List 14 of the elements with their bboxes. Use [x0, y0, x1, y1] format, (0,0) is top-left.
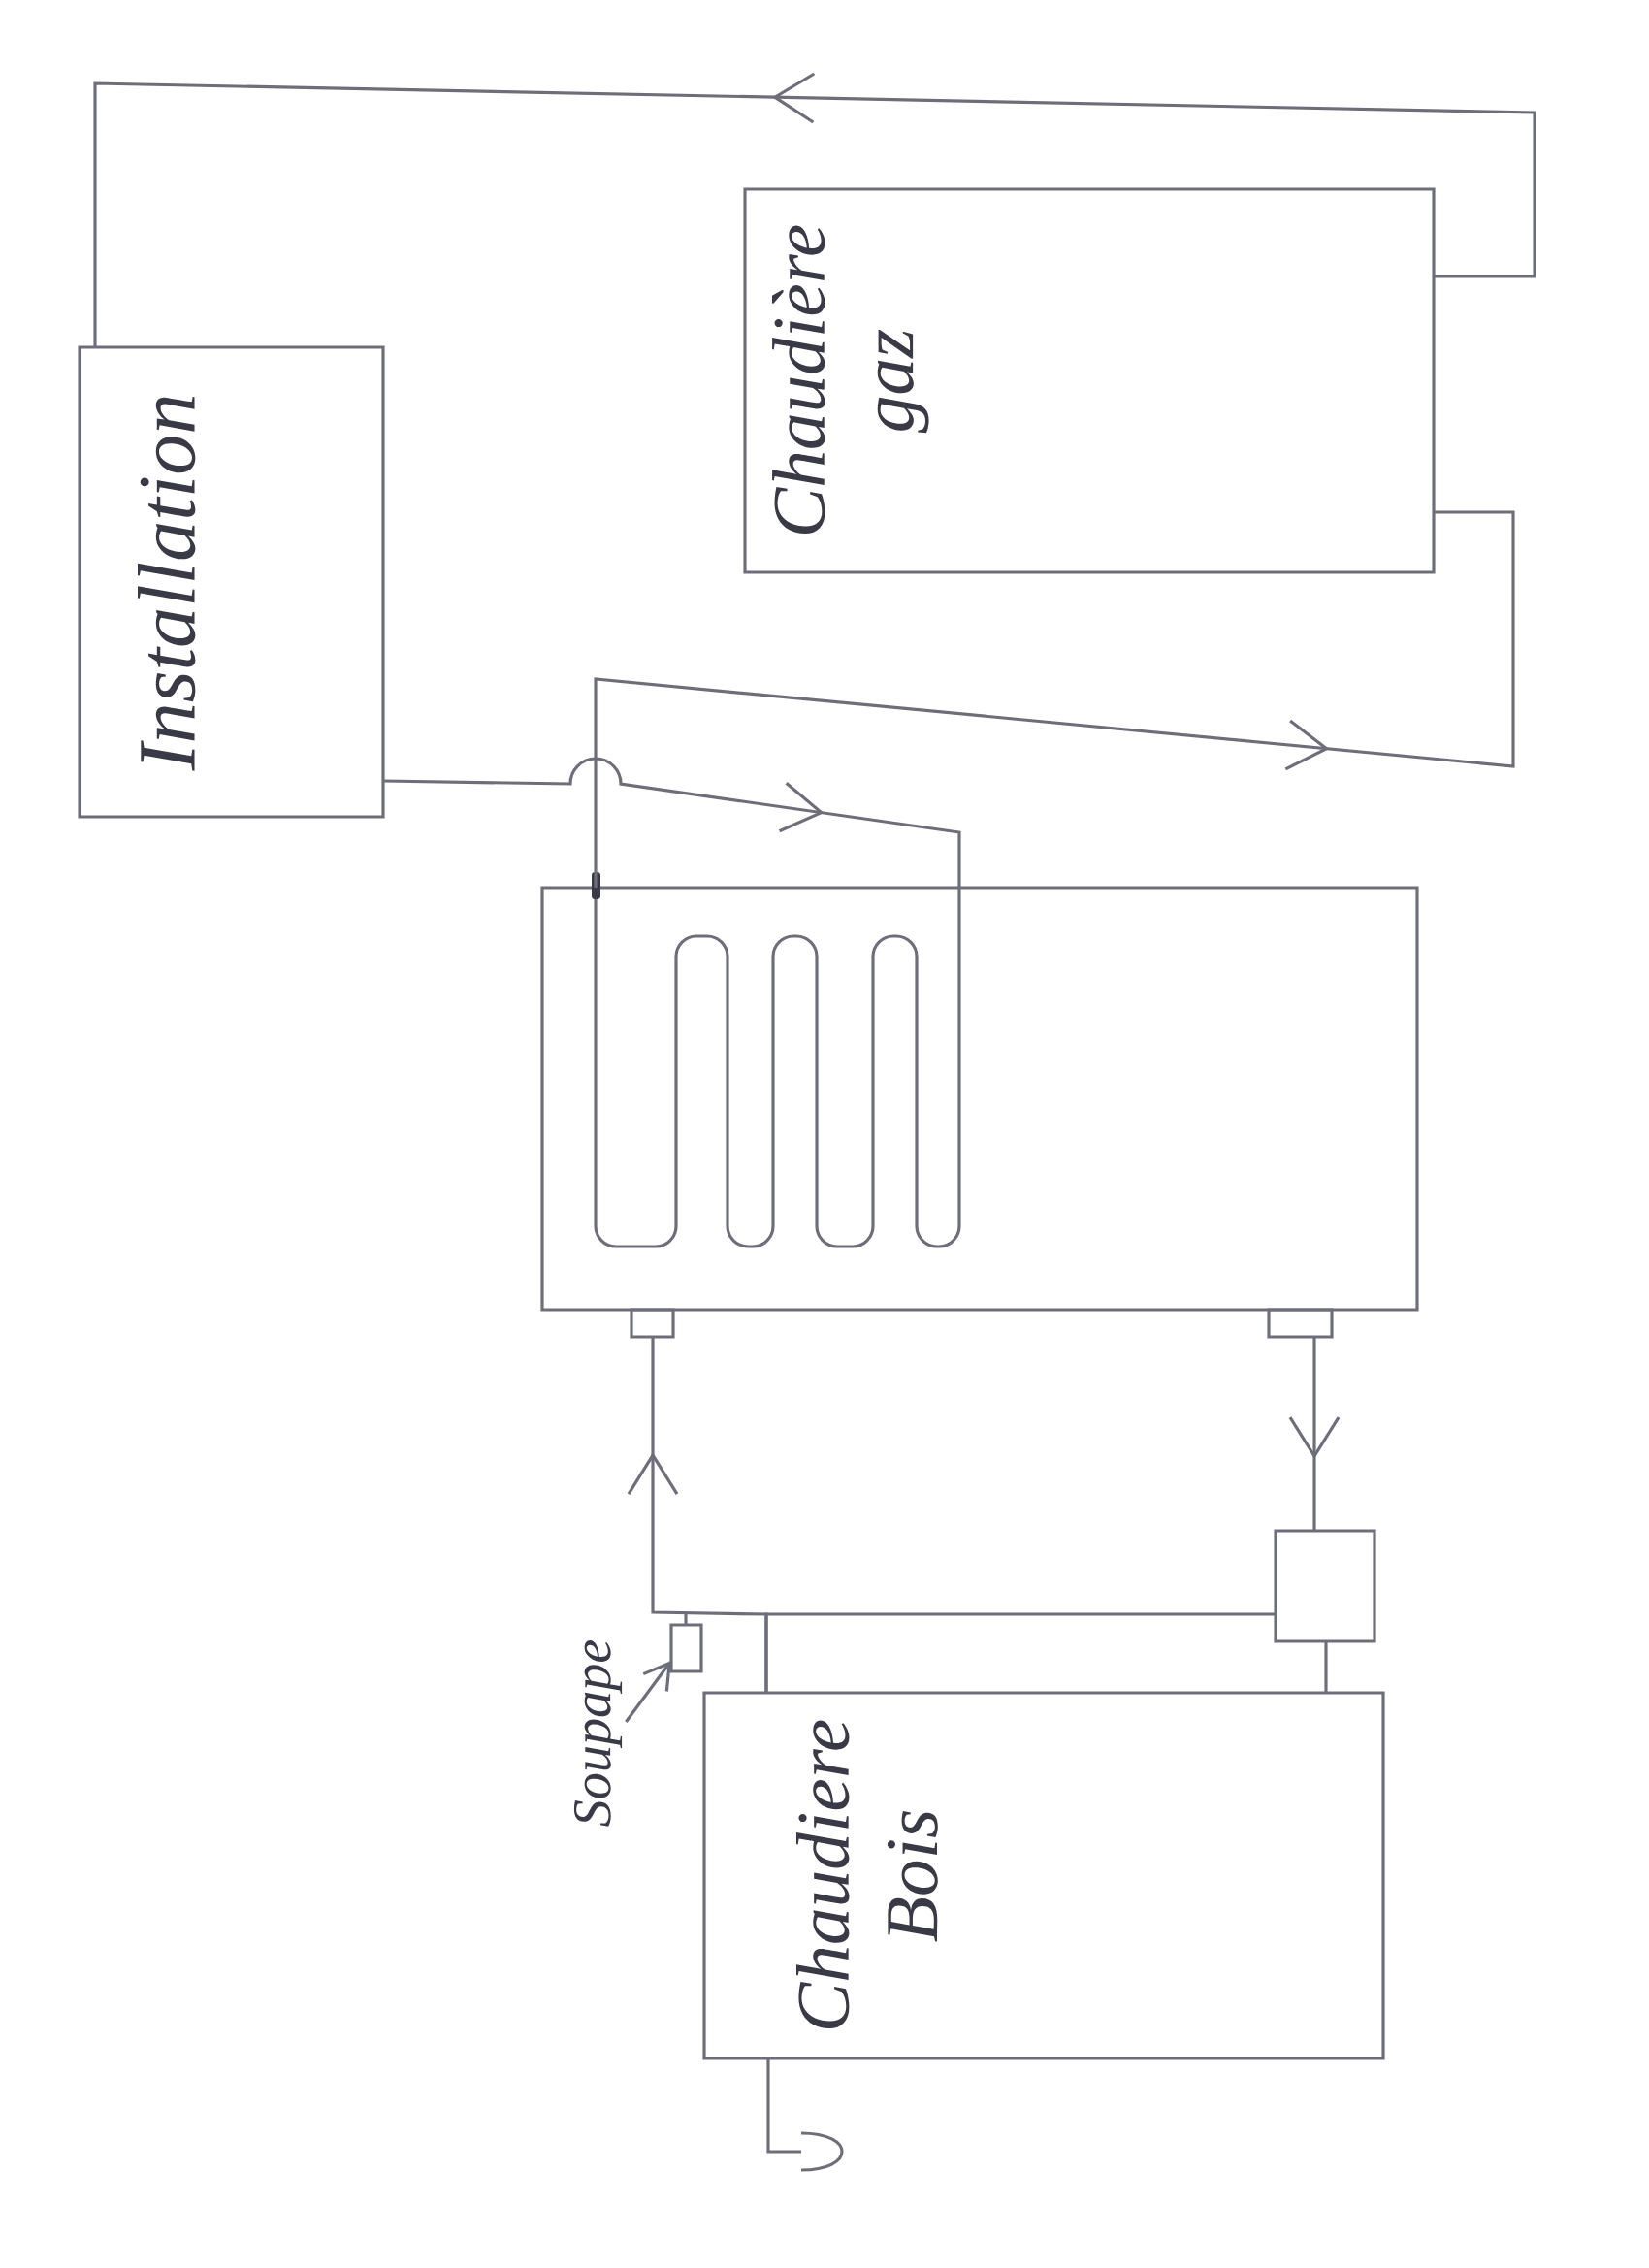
pipe-line — [766, 2058, 801, 2154]
pipe-line — [764, 1612, 1277, 1693]
pipe-fitting — [630, 1308, 675, 1339]
leader-line — [625, 1661, 671, 1723]
part-label: Soupape — [573, 1639, 623, 1827]
process-box: Chaudière gaz — [743, 187, 1436, 574]
tank-box — [540, 886, 1419, 1312]
pipe-fitting — [1267, 1308, 1334, 1339]
valve-box — [669, 1623, 703, 1673]
small-box — [1274, 1529, 1376, 1643]
pipe-line — [1324, 1641, 1328, 1693]
process-box: Installation — [78, 345, 385, 819]
process-box: Chaudiere Bois — [702, 1691, 1385, 2060]
cup-symbol — [800, 2131, 844, 2172]
